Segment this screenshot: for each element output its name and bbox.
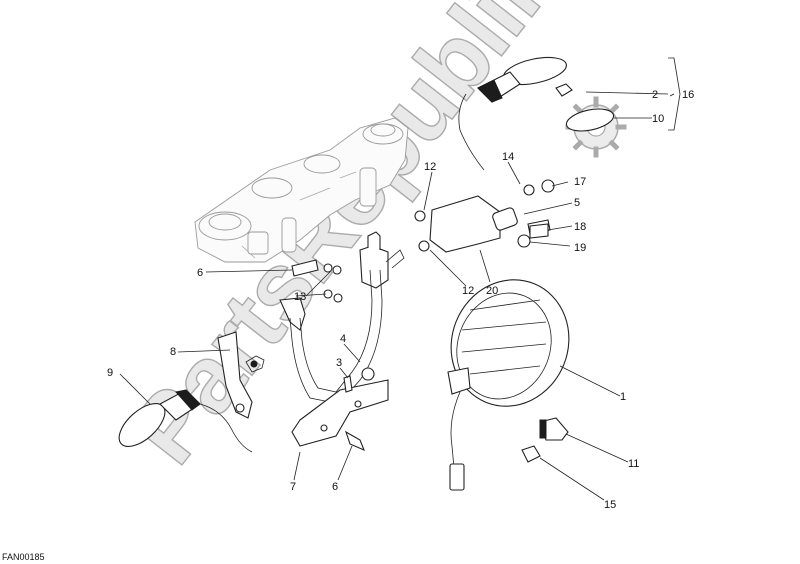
leader-lines: [119, 57, 681, 501]
callout-11: 11: [628, 458, 639, 470]
diagram-code: FAN00185: [2, 552, 45, 562]
callout-16: 16: [682, 89, 694, 101]
hardware: [291, 223, 549, 452]
callout-labels: 1 2 3 4 5 6 6 7 8 9 10 11 12 12 13 14 15…: [107, 89, 694, 511]
callout-4: 4: [340, 333, 346, 345]
callout-6b: 6: [332, 481, 338, 493]
headlight-unit: [447, 279, 570, 491]
callout-12b: 12: [462, 285, 474, 297]
callout-5: 5: [574, 197, 580, 209]
left-turn-indicator: [118, 355, 265, 453]
callout-1: 1: [620, 391, 626, 403]
callout-18: 18: [574, 221, 586, 233]
headlight-bulb: [539, 417, 569, 441]
headlight-support-bracket: [279, 231, 405, 447]
parking-bulb: [521, 445, 541, 463]
callout-15: 15: [604, 499, 616, 511]
callout-19: 19: [574, 242, 586, 254]
callout-3: 3: [336, 357, 342, 369]
callout-7: 7: [290, 481, 296, 493]
callout-8: 8: [170, 346, 176, 358]
callout-6a: 6: [197, 267, 203, 279]
headlight-mount-plate: [414, 179, 555, 253]
callout-14: 14: [502, 151, 514, 163]
right-turn-indicator: [458, 56, 615, 171]
callout-17: 17: [574, 176, 586, 188]
callout-20: 20: [486, 285, 498, 297]
callout-13: 13: [294, 291, 306, 303]
callout-2: 2: [652, 89, 658, 101]
triple-clamp-ghost: [194, 117, 409, 263]
callout-12a: 12: [424, 161, 436, 173]
left-indicator-bracket: [217, 331, 253, 419]
callout-10: 10: [652, 113, 664, 125]
callout-9: 9: [107, 367, 113, 379]
